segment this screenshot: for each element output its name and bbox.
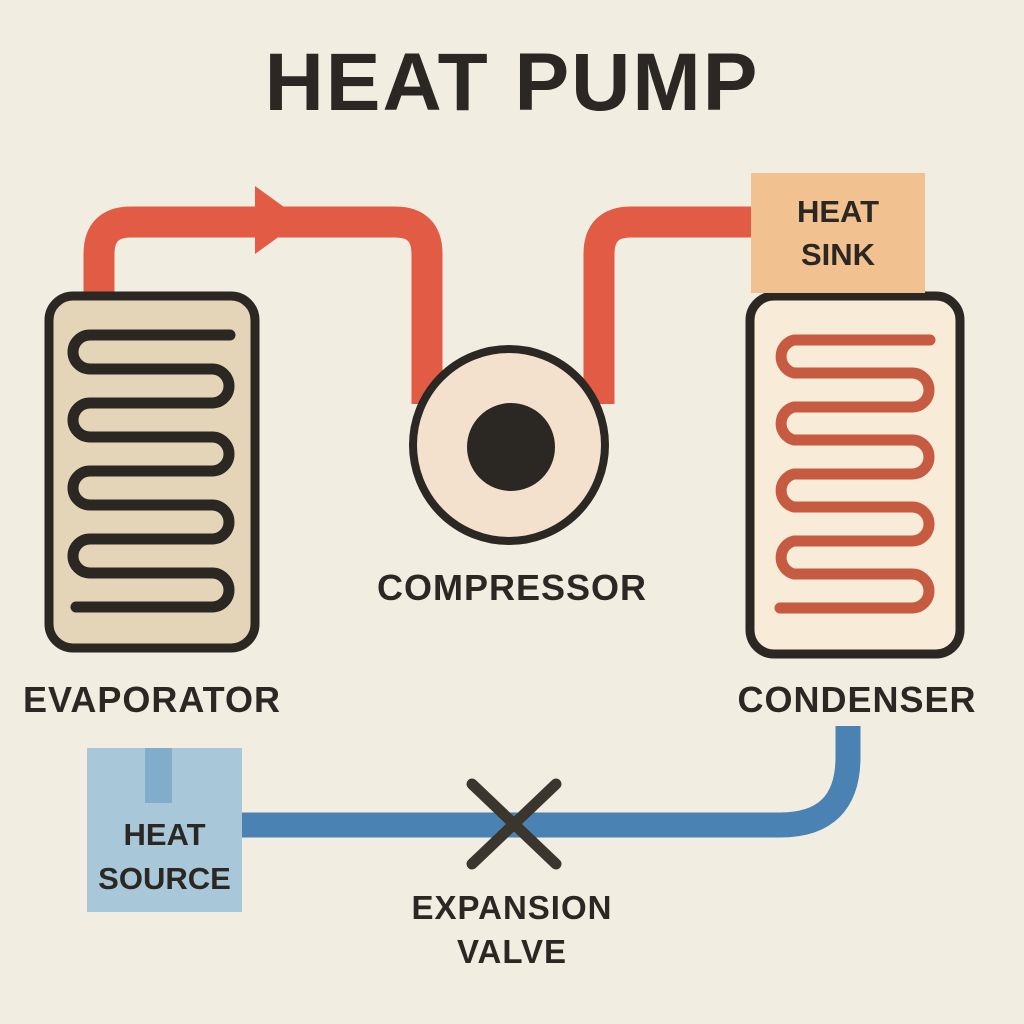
heat-source-inlet-mark xyxy=(145,748,172,803)
expansion-valve-icon xyxy=(466,778,562,870)
page-title: HEAT PUMP xyxy=(264,37,760,128)
hot-pipe-compressor-to-condenser xyxy=(583,206,756,404)
compressor-label: COMPRESSOR xyxy=(376,567,648,608)
heat-sink-label: HEAT SINK xyxy=(796,193,880,272)
compressor-rotor xyxy=(467,403,555,491)
heat-sink-block: HEAT SINK xyxy=(751,173,925,293)
evaporator-label: EVAPORATOR xyxy=(22,679,282,720)
heat-source-label: HEAT SOURCE xyxy=(98,817,231,896)
condenser-coil xyxy=(774,334,936,614)
condenser-label: CONDENSER xyxy=(737,679,977,720)
cold-pipe-condenser-to-evaporator xyxy=(235,726,861,838)
heat-source-block: HEAT SOURCE xyxy=(87,748,242,912)
evaporator-coil xyxy=(67,329,236,613)
flow-arrow-icon xyxy=(255,186,302,254)
expansion-valve-label: EXPANSION VALVE xyxy=(411,889,613,970)
